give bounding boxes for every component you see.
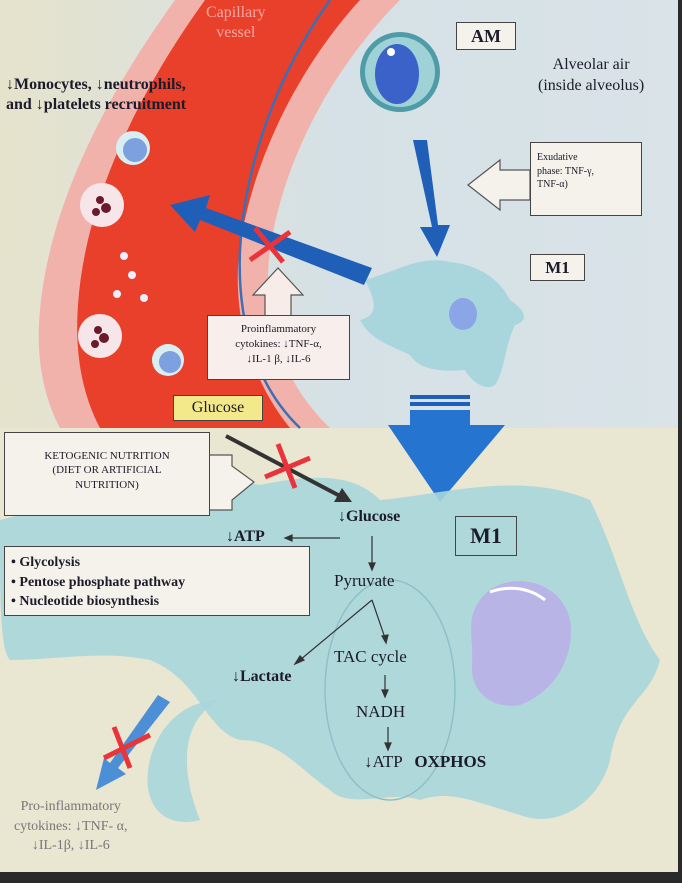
- neutrophil-icon: [80, 183, 124, 227]
- differentiation-arrow: [413, 140, 450, 257]
- cytokine-hollow-arrow: [251, 267, 305, 317]
- label-line: cytokines: ↓TNF- α,: [14, 818, 128, 834]
- platelet-icon: [113, 252, 148, 302]
- label-line: TNF-α): [537, 179, 568, 190]
- monocyte-icon: [152, 344, 184, 376]
- nucleus-icon: [471, 581, 571, 706]
- exudative-hollow-arrow: [467, 158, 531, 212]
- capillary-vessel-label: Capillary vessel: [206, 3, 266, 43]
- exudative-phase-box: Exudative phase: TNF-γ, TNF-α): [530, 142, 642, 216]
- atp-reduced-label: ↓ATP: [226, 528, 265, 545]
- label-line: ↓IL-1 β, ↓IL-6: [246, 352, 311, 365]
- alveolar-air-label: Alveolar air (inside alveolus): [538, 55, 644, 97]
- label-line: Pro-inflammatory: [20, 799, 121, 814]
- cell-pseudopod: [147, 700, 220, 822]
- label-line: KETOGENIC NUTRITION: [44, 450, 170, 462]
- neutrophil-icon: [78, 314, 122, 358]
- blocked-cross-icon: [248, 226, 292, 264]
- recruitment-arrow: [170, 195, 372, 285]
- oxphos-label: OXPHOS: [414, 752, 487, 771]
- proinflammatory-box-top: Proinflammatory cytokines: ↓TNF-α, ↓IL-1…: [207, 315, 350, 380]
- blocked-cross-icon: [264, 443, 311, 489]
- label-line: phase: TNF-γ,: [537, 165, 595, 177]
- ketogenic-nutrition-box: KETOGENIC NUTRITION (DIET OR ARTIFICIAL …: [4, 432, 210, 516]
- ketogenic-hollow-arrow: [207, 454, 255, 511]
- monocyte-icon: [116, 131, 150, 165]
- label-line: (DIET OR ARTIFICIAL: [52, 464, 162, 477]
- label-line: (inside alveolus): [538, 76, 645, 94]
- proinflammatory-label-bottom: Pro-inflammatory cytokines: ↓TNF- α, ↓IL…: [14, 797, 128, 856]
- m1-macrophage-icon: [360, 260, 525, 388]
- label-line: vessel: [216, 24, 256, 41]
- pathway-item: • Pentose phosphate pathway: [11, 574, 186, 590]
- m1-label-box-top: M1: [530, 254, 585, 281]
- lactate-reduced-label: ↓Lactate: [232, 668, 292, 685]
- alveolar-macrophage-icon: [360, 32, 440, 112]
- tac-cycle-label: TAC cycle: [334, 647, 407, 666]
- nadh-label: NADH: [356, 702, 406, 721]
- atp-oxphos-label: ↓ATP OXPHOS: [364, 752, 487, 772]
- am-label-box: AM: [456, 22, 516, 50]
- label-line: Proinflammatory: [240, 323, 317, 335]
- blocked-cross-icon: [102, 726, 152, 769]
- label-line: NUTRITION): [75, 478, 139, 491]
- pyruvate-label: Pyruvate: [334, 571, 395, 590]
- glucose-uptake-arrow: [225, 434, 352, 502]
- pathways-box: • Glycolysis • Pentose phosphate pathway…: [4, 546, 310, 616]
- label-line: ↓IL-1β, ↓IL-6: [31, 838, 110, 854]
- m1-label-box-bottom: M1: [455, 516, 517, 556]
- glucose-reduced-label: ↓Glucose: [338, 508, 401, 525]
- label-line: and ↓platelets recruitment: [6, 96, 187, 113]
- label-line: ↓Monocytes, ↓neutrophils,: [6, 76, 186, 93]
- recruitment-label: ↓Monocytes, ↓neutrophils, and ↓platelets…: [6, 75, 186, 115]
- glucose-box: Glucose: [173, 395, 263, 421]
- pathway-item: • Nucleotide biosynthesis: [11, 594, 160, 610]
- mitochondrion-outline: [324, 579, 456, 801]
- pathway-item: • Glycolysis: [11, 555, 81, 570]
- metabolic-pathway-arrows: [283, 534, 392, 752]
- label-line: Exudative: [537, 152, 578, 163]
- atp-reduced-oxphos: ↓ATP: [364, 752, 403, 771]
- label-line: Alveolar air: [552, 56, 630, 73]
- label-line: cytokines: ↓TNF-α,: [235, 337, 322, 350]
- m1-polarization-arrow: [388, 395, 505, 502]
- label-line: Capillary: [206, 4, 266, 21]
